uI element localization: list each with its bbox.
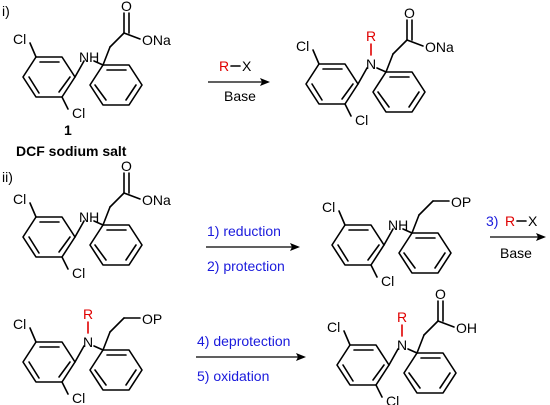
atom-n: N (397, 337, 407, 353)
svg-text:R: R (219, 58, 229, 74)
molecule-n-alkyl-dcf-salt: N R Cl Cl O ONa (296, 5, 454, 128)
atom-op: OP (142, 311, 162, 327)
step-oxidation: 5) oxidation (197, 368, 269, 384)
substituent-r: R (397, 309, 407, 325)
svg-text:X: X (528, 213, 538, 229)
substituent-r: R (83, 306, 93, 322)
step-reduction: 1) reduction (207, 223, 281, 239)
molecule-n-alkyl-diclofenac-acid: N R Cl Cl O OH (327, 286, 477, 405)
atom-cl-top: Cl (296, 38, 309, 54)
atom-oh: OH (456, 320, 477, 336)
atom-cl-bottom: Cl (72, 265, 85, 281)
atom-cl-bottom: Cl (72, 390, 85, 405)
reaction-arrow-steps-1-2 (206, 243, 300, 251)
atom-cl-bottom: Cl (381, 273, 394, 289)
atom-n: N (83, 334, 93, 350)
atom-ona: ONa (142, 192, 171, 208)
atom-cl-top: Cl (13, 316, 26, 332)
reaction-arrow-steps-4-5 (196, 353, 306, 361)
compound-number: 1 (64, 122, 72, 138)
molecule-protected-alcohol: NH Cl Cl OP (322, 194, 471, 289)
atom-carbonyl-o: O (121, 158, 132, 174)
atom-cl-bottom: Cl (386, 393, 399, 405)
atom-cl-bottom: Cl (72, 105, 85, 121)
reagent-rx-i: R X (219, 58, 252, 74)
atom-nh: NH (79, 49, 99, 65)
reaction-arrow-step-3 (490, 233, 546, 241)
substituent-r: R (366, 28, 376, 44)
condition-base-step-3: Base (500, 245, 532, 261)
section-label-i: i) (2, 3, 10, 19)
atom-cl-top: Cl (13, 191, 26, 207)
atom-carbonyl-o: O (435, 286, 446, 302)
molecule-dcf-sodium-salt-ii: NH Cl Cl O ONa (13, 158, 171, 281)
atom-ona: ONa (142, 32, 171, 48)
atom-cl-top: Cl (327, 319, 340, 335)
atom-n: N (366, 56, 376, 72)
compound-name: DCF sodium salt (16, 143, 127, 159)
reagent-rx-step-3: 3) R X (486, 213, 538, 229)
atom-ona: ONa (425, 39, 454, 55)
condition-base-i: Base (224, 88, 256, 104)
atom-op: OP (451, 194, 471, 210)
atom-nh: NH (79, 209, 99, 225)
atom-cl-top: Cl (322, 199, 335, 215)
atom-carbonyl-o: O (121, 0, 132, 14)
section-label-ii: ii) (2, 169, 13, 185)
svg-text:R: R (505, 213, 515, 229)
step-deprotection: 4) deprotection (197, 333, 290, 349)
svg-text:X: X (242, 58, 252, 74)
step-protection: 2) protection (207, 258, 285, 274)
molecule-n-alkyl-protected-alcohol: N R Cl Cl OP (13, 306, 162, 405)
atom-carbonyl-o: O (404, 5, 415, 21)
atom-cl-top: Cl (13, 31, 26, 47)
reaction-arrow-i (208, 78, 270, 86)
atom-nh: NH (388, 217, 408, 233)
molecule-dcf-sodium-salt: NH Cl Cl O ONa (13, 0, 171, 121)
atom-cl-bottom: Cl (355, 112, 368, 128)
svg-text:3): 3) (486, 213, 498, 229)
